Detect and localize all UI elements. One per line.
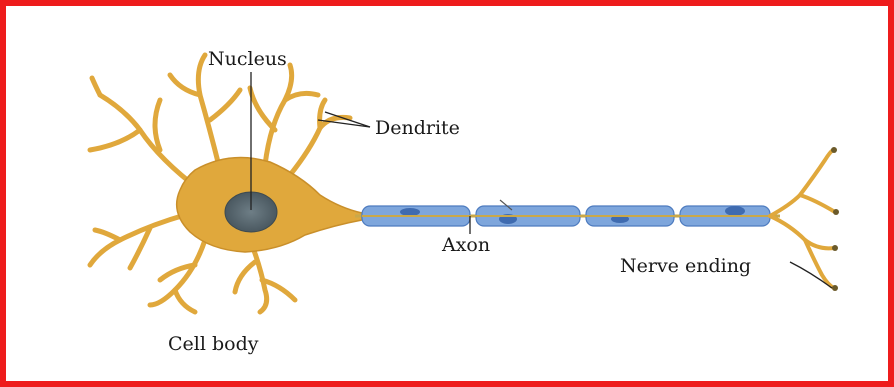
nucleus-label: Nucleus: [208, 48, 287, 70]
nerve-ending-branches: [770, 150, 835, 288]
cell-body-label: Cell body: [168, 333, 259, 355]
dendrite-label: Dendrite: [375, 117, 460, 139]
axon-label: Axon: [441, 234, 490, 256]
nerve-ending-terminals: [831, 147, 839, 291]
nerve-ending-label: Nerve ending: [620, 255, 751, 277]
myelin-sheath: [362, 200, 770, 226]
